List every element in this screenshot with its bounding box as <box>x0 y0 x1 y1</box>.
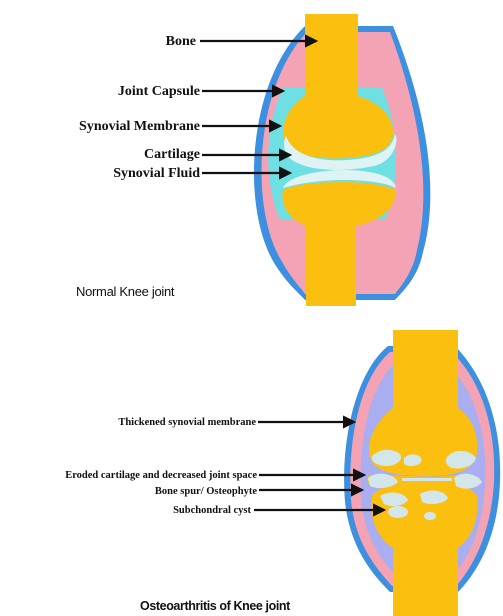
oa-subchondral-cyst <box>388 506 408 518</box>
label-bone-spur: Bone spur/ Osteophyte <box>155 486 257 497</box>
oa-knee-diagram <box>344 330 500 616</box>
normal-knee-diagram <box>254 14 430 306</box>
oa-bone-spur <box>402 478 452 481</box>
oa-subchondral-cyst <box>424 512 436 520</box>
label-synovial-fluid: Synovial Fluid <box>113 166 200 181</box>
label-bone: Bone <box>166 34 196 49</box>
caption-normal-knee: Normal Knee joint <box>76 284 175 299</box>
label-joint-capsule: Joint Capsule <box>118 84 200 99</box>
label-eroded-cartilage: Eroded cartilage and decreased joint spa… <box>65 470 257 481</box>
label-thickened-membrane: Thickened synovial membrane <box>118 417 256 428</box>
label-synovial-membrane: Synovial Membrane <box>79 119 200 134</box>
label-cartilage: Cartilage <box>144 147 200 162</box>
caption-oa-knee: Osteoarthritis of Knee joint <box>140 599 291 613</box>
label-subchondral-cyst: Subchondral cyst <box>173 505 251 516</box>
